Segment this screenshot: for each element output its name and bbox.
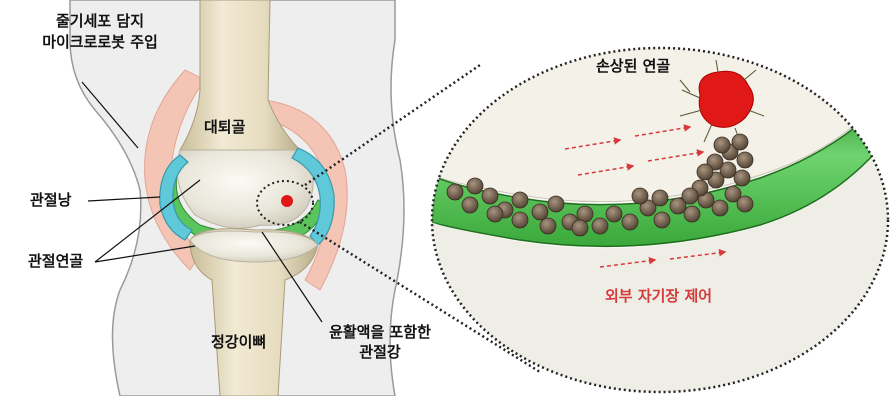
microrobot (512, 192, 528, 208)
microrobot (592, 218, 608, 234)
microrobot (732, 134, 748, 150)
tibia-label: 정강이뼈 (211, 333, 266, 352)
microrobot (737, 152, 753, 168)
microrobot (654, 212, 670, 228)
stem-cell-label-line1: 줄기세포 담지 (25, 12, 175, 31)
microrobot (684, 206, 700, 222)
microrobot (512, 212, 528, 228)
joint-cavity-label-line1: 윤활액을 포함한 (310, 323, 450, 342)
joint-cavity-label-line2: 관절강 (310, 343, 450, 362)
microrobot (622, 214, 638, 230)
microrobot (737, 196, 753, 212)
microrobot (447, 184, 463, 200)
microrobot (572, 220, 588, 236)
femur-label: 대퇴골 (204, 118, 245, 137)
articular-cartilage-label: 관절연골 (28, 252, 83, 271)
microrobot (606, 206, 622, 222)
microrobot (462, 197, 478, 213)
microrobot (682, 188, 698, 204)
microrobot (467, 178, 483, 194)
microrobot (532, 204, 548, 220)
magnetic-control-label: 외부 자기장 제어 (605, 287, 712, 306)
microrobot (482, 188, 498, 204)
damaged-cartilage-label: 손상된 연골 (596, 57, 670, 76)
damage-spot-knee (281, 195, 293, 207)
microrobot (697, 164, 713, 180)
femur-condyles (177, 150, 313, 228)
microrobot (540, 218, 556, 234)
microrobot (632, 188, 648, 204)
stem-cell-label-line2: 마이크로로봇 주입 (15, 33, 185, 52)
joint-capsule-label: 관절낭 (30, 191, 71, 210)
microrobot (712, 200, 728, 216)
microrobot (652, 190, 668, 206)
microrobot (577, 206, 593, 222)
microrobot (487, 206, 503, 222)
microrobot (548, 196, 564, 212)
microrobot (714, 137, 730, 153)
microrobot (734, 170, 750, 186)
